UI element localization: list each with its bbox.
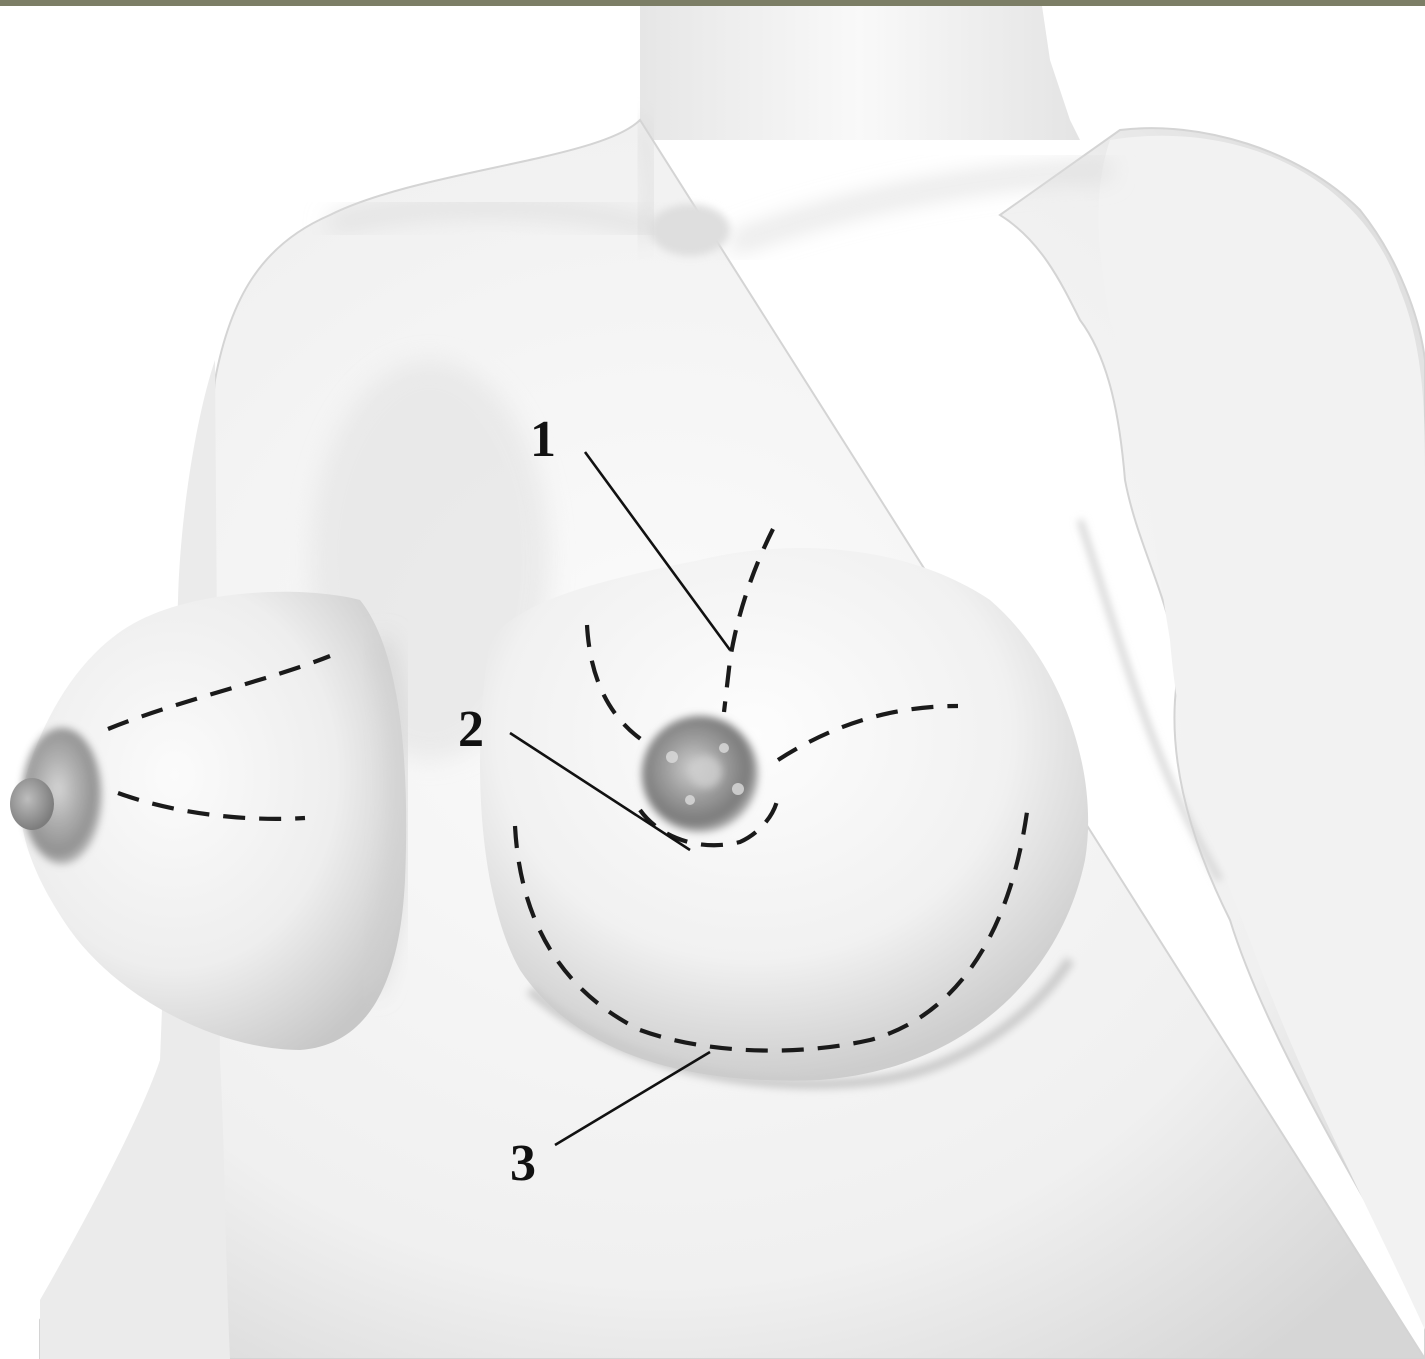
- nipple-side: [10, 778, 54, 830]
- neck: [640, 6, 1080, 140]
- areola-bump: [719, 743, 729, 753]
- callout-label-1: 1: [530, 411, 556, 468]
- incision-diagram: 1 2 3: [0, 6, 1425, 1359]
- areola-bump: [685, 795, 695, 805]
- callout-label-2: 2: [458, 701, 484, 758]
- jugular-notch: [650, 204, 730, 256]
- breast-front: [480, 548, 1088, 1081]
- areola-bump: [732, 783, 744, 795]
- areola-bump: [666, 751, 678, 763]
- nipple-front: [690, 756, 722, 788]
- callout-label-3: 3: [510, 1135, 536, 1192]
